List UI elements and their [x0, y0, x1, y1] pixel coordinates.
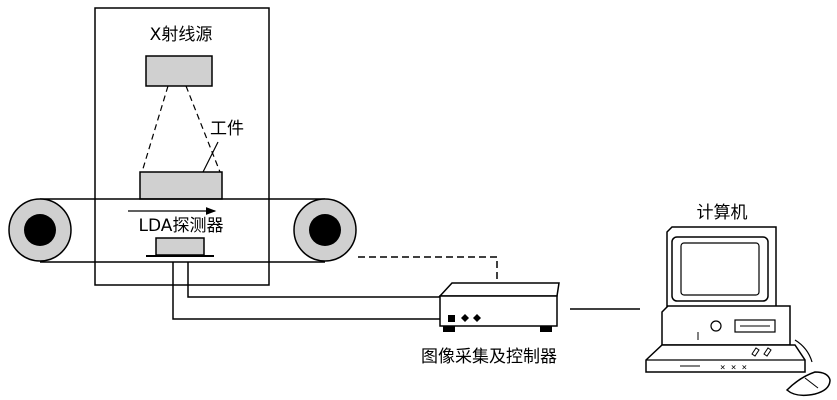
computer: × × ×: [645, 226, 831, 397]
workpiece-leader: [202, 141, 219, 173]
controller-unit: [438, 282, 560, 332]
control-line-dashed: [358, 256, 498, 284]
workpiece-label: 工件: [210, 119, 244, 139]
xray-source-label: X射线源: [150, 25, 213, 45]
left-roller: [8, 198, 72, 262]
svg-text:× × ×: × × ×: [720, 363, 747, 373]
xray-source-box: [145, 55, 213, 87]
controller-indicator-square: [448, 315, 455, 322]
cable-signal-lower: [172, 262, 440, 320]
controller-indicator-diamond-1: [461, 314, 469, 322]
computer-keyboard: × × ×: [645, 344, 806, 373]
workpiece-box: [139, 171, 223, 200]
controller-label: 图像采集及控制器: [421, 347, 557, 367]
right-roller: [293, 198, 357, 262]
controller-indicator-diamond-2: [473, 314, 481, 322]
computer-monitor: [666, 226, 777, 313]
xray-beam-left: [141, 85, 169, 173]
lda-detector-label: LDA探测器: [139, 216, 224, 236]
inspection-enclosure: [94, 7, 270, 286]
computer-mouse: [785, 339, 831, 397]
computer-label: 计算机: [697, 203, 748, 223]
lda-detector-box: [155, 237, 205, 256]
computer-base-unit: [661, 305, 791, 346]
xray-beam-right: [185, 85, 221, 173]
cable-signal-upper: [187, 262, 440, 298]
